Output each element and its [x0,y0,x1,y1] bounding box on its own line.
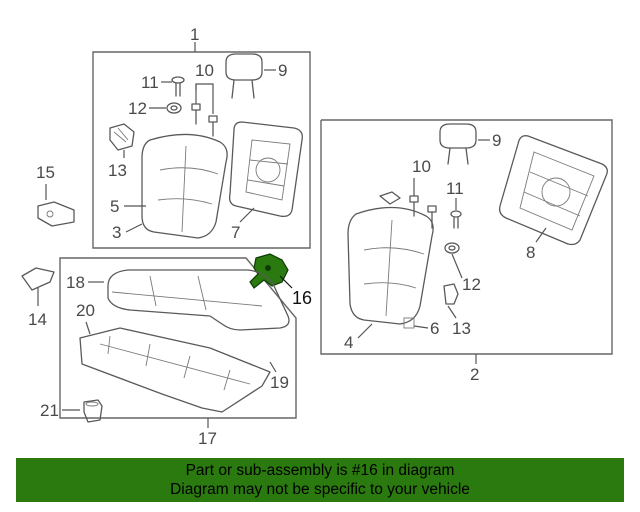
highlighted-part-16 [249,253,289,289]
guide-pin-right-1 [409,195,419,217]
group-box-17 [59,257,297,419]
callout-4: 4 [344,333,353,352]
callout-1: 1 [190,25,199,44]
bracket-left [109,123,135,151]
guide-pin-right-2 [427,205,437,229]
callout-6: 6 [430,319,439,338]
callout-11-right: 11 [446,179,464,198]
trim-cover-15 [37,201,75,227]
banner-line-1: Part or sub-assembly is #16 in diagram [185,462,455,479]
callout-12-right: 12 [462,275,481,294]
cushion-frame [79,327,271,413]
clip-right [444,242,460,254]
callout-12-left: 12 [128,99,147,118]
callout-21: 21 [40,401,59,420]
callout-18: 18 [66,273,85,292]
callout-3: 3 [112,223,121,242]
callout-10-right: 10 [412,157,431,176]
callout-13-left: 13 [108,161,127,180]
callout-14: 14 [28,310,47,329]
callout-8: 8 [526,243,535,262]
callout-20: 20 [76,301,95,320]
callout-17: 17 [198,429,217,448]
callout-11-left: 11 [141,73,159,92]
clip-left [166,102,182,114]
group-box-1 [92,51,311,249]
callout-13-right: 13 [452,319,471,338]
banner-line-2: Diagram may not be specific to your vehi… [170,481,470,498]
group-box-2 [320,119,613,355]
callout-9-right: 9 [492,131,501,150]
callout-5: 5 [110,197,119,216]
seatback-frame-left [228,121,303,218]
callout-2: 2 [470,365,479,384]
guide-pin-left-2 [208,115,218,137]
seatback-frame-right [498,135,608,246]
callout-10-left: 10 [195,61,214,80]
headrest-left [225,53,263,99]
info-banner: Part or sub-assembly is #16 in diagram D… [16,458,624,502]
callout-7: 7 [231,223,240,242]
bolt-right [450,210,462,229]
callout-19: 19 [270,373,289,392]
hook-21 [83,399,103,423]
seat-cushion [107,269,290,331]
trim-cover-14 [21,267,55,291]
bolt-left [171,76,185,97]
callout-9-left: 9 [278,61,287,80]
callout-15: 15 [36,163,55,182]
seatback-cover-left [141,133,228,239]
callout-16: 16 [292,288,312,308]
headrest-right [439,123,477,165]
guide-pin-left-1 [191,103,201,125]
seatback-cover-right [347,206,434,329]
bracket-right [443,283,459,305]
cover-clip [379,191,401,205]
